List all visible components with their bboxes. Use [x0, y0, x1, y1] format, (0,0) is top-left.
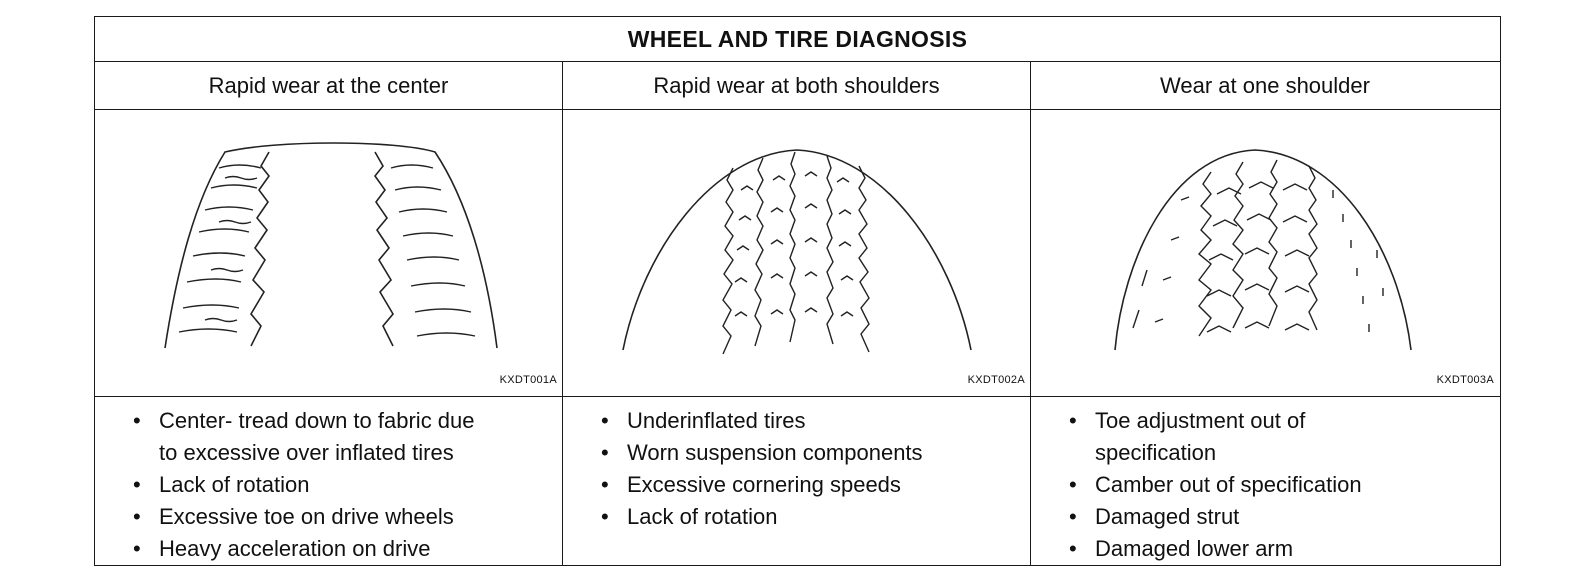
cause-list-cell: Center- tread down to fabric due to exce… — [95, 397, 563, 566]
cause-list: Center- tread down to fabric due to exce… — [95, 397, 562, 565]
column-heading: Rapid wear at both shoulders — [563, 62, 1031, 109]
cause-list: Toe adjustment out of specification Camb… — [1031, 397, 1499, 565]
tire-illustration-center-wear: KXDT001A — [95, 110, 563, 396]
tire-illustration-one-shoulder-wear: KXDT003A — [1031, 110, 1499, 396]
title-row: WHEEL AND TIRE DIAGNOSIS — [95, 17, 1500, 62]
table-title: WHEEL AND TIRE DIAGNOSIS — [627, 25, 968, 52]
diagnosis-table: WHEEL AND TIRE DIAGNOSIS Rapid wear at t… — [94, 16, 1501, 566]
illustration-row: KXDT001A KXDT002A — [95, 110, 1500, 397]
image-code: KXDT001A — [499, 374, 557, 386]
list-item: Lack of rotation — [599, 501, 1030, 533]
cause-list-row: Center- tread down to fabric due to exce… — [95, 397, 1500, 566]
cause-list-cell: Toe adjustment out of specification Camb… — [1031, 397, 1499, 566]
image-code: KXDT002A — [967, 374, 1025, 386]
tire-illustration-shoulder-wear: KXDT002A — [563, 110, 1031, 396]
column-heading: Rapid wear at the center — [95, 62, 563, 109]
list-item: Excessive toe on drive wheels — [131, 501, 562, 533]
column-heading: Wear at one shoulder — [1160, 72, 1370, 98]
list-item: Damaged strut — [1067, 501, 1499, 533]
cause-list-cell: Underinflated tires Worn suspension comp… — [563, 397, 1031, 566]
list-item: Damaged lower arm — [1067, 533, 1499, 565]
list-item: Lack of rotation — [131, 469, 562, 501]
list-item: Toe adjustment out of specification — [1067, 405, 1499, 469]
list-item: Excessive cornering speeds — [599, 469, 1030, 501]
list-item: Worn suspension components — [599, 437, 1030, 469]
heading-row: Rapid wear at the center Rapid wear at b… — [95, 62, 1500, 110]
cause-list: Underinflated tires Worn suspension comp… — [563, 397, 1030, 533]
image-code: KXDT003A — [1436, 374, 1494, 386]
list-item: Camber out of specification — [1067, 469, 1499, 501]
list-item: Heavy acceleration on drive — [131, 533, 562, 565]
list-item: Center- tread down to fabric due to exce… — [131, 405, 562, 469]
list-item: Underinflated tires — [599, 405, 1030, 437]
